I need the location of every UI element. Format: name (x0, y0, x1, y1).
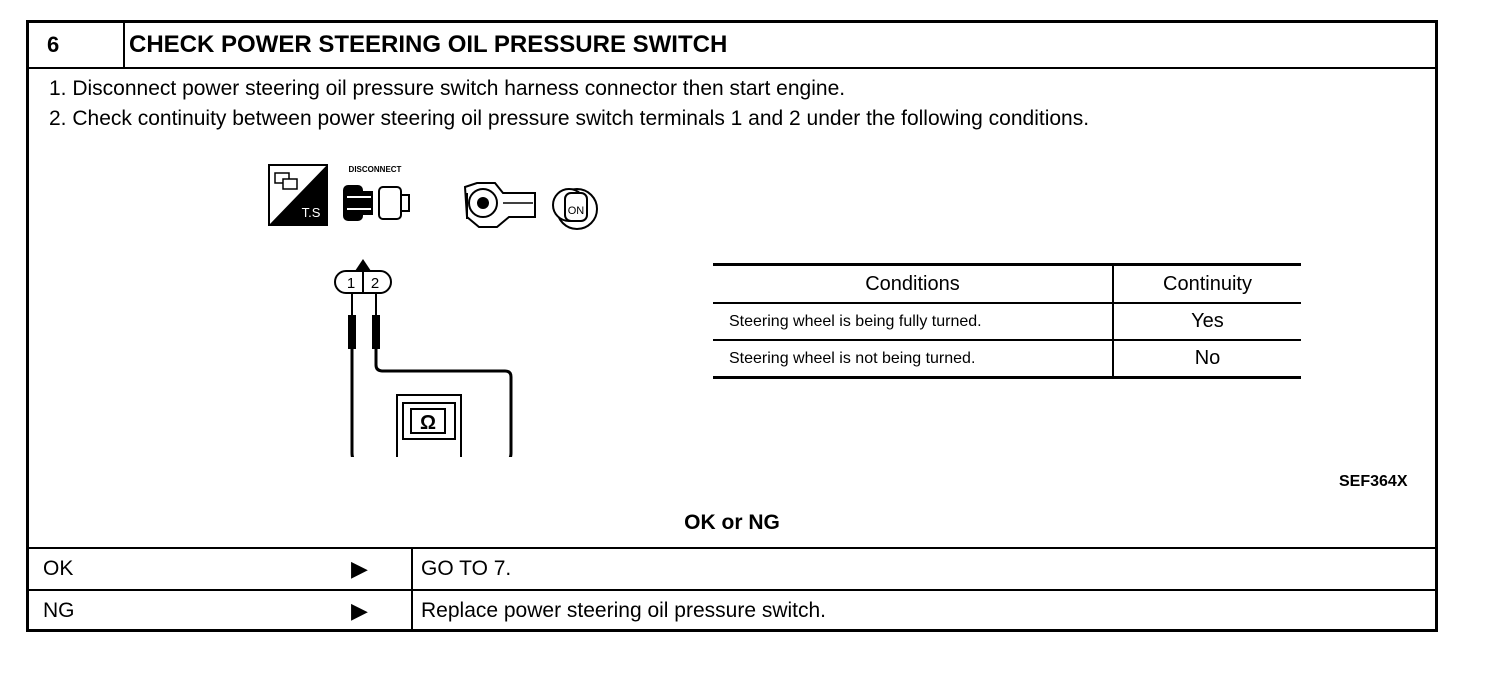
outcome-row-ok: OK ▶ GO TO 7. (29, 547, 1435, 589)
arrow-right-icon: ▶ (351, 598, 368, 623)
step-title: CHECK POWER STEERING OIL PRESSURE SWITCH (129, 31, 728, 58)
condition-cell: Steering wheel is not being turned. (713, 340, 1114, 379)
ohmmeter: Ω (396, 394, 462, 457)
ts-label: T.S (302, 205, 321, 220)
col-conditions: Conditions (713, 263, 1114, 304)
instruction-2: 2. Check continuity between power steeri… (49, 107, 1090, 130)
engine-icon (463, 182, 536, 228)
outcome-label: OK (43, 557, 74, 580)
terminal-1-label: 1 (347, 275, 355, 292)
procedure-frame: 6 CHECK POWER STEERING OIL PRESSURE SWIT… (26, 20, 1438, 632)
continuity-cell: No (1113, 340, 1301, 379)
instruction-1: 1. Disconnect power steering oil pressur… (49, 77, 846, 100)
table-row: Steering wheel is being fully turned. Ye… (713, 303, 1301, 341)
step-number: 6 (29, 23, 125, 67)
ignition-label: ON (568, 205, 585, 217)
test-tool-icon: T.S (268, 164, 328, 226)
step-header: 6 CHECK POWER STEERING OIL PRESSURE SWIT… (29, 23, 1435, 69)
continuity-cell: Yes (1113, 303, 1301, 341)
outcome-action: Replace power steering oil pressure swit… (421, 599, 827, 622)
ohm-symbol: Ω (420, 412, 436, 434)
circuit-diagram: T.S DISCONNECT ON (268, 164, 598, 457)
disconnect-icon: DISCONNECT (343, 165, 410, 221)
terminal-connector: 1 2 (334, 259, 392, 294)
col-continuity: Continuity (1113, 263, 1301, 304)
arrow-right-icon: ▶ (351, 556, 368, 581)
terminal-2-label: 2 (371, 275, 379, 292)
outcome-action: GO TO 7. (421, 557, 512, 580)
result-heading: OK or NG (684, 511, 780, 534)
figure-reference: SEF364X (1339, 473, 1408, 490)
table-row: Steering wheel is not being turned. No (713, 340, 1301, 379)
outcome-row-ng: NG ▶ Replace power steering oil pressure… (29, 589, 1435, 631)
condition-cell: Steering wheel is being fully turned. (713, 303, 1114, 341)
outcome-label: NG (43, 599, 75, 622)
probe-1 (348, 315, 356, 349)
disconnect-label: DISCONNECT (349, 165, 402, 174)
ignition-on-icon: ON (552, 188, 598, 230)
conditions-table: Conditions Continuity Steering wheel is … (713, 263, 1301, 379)
probe-2 (372, 315, 380, 349)
